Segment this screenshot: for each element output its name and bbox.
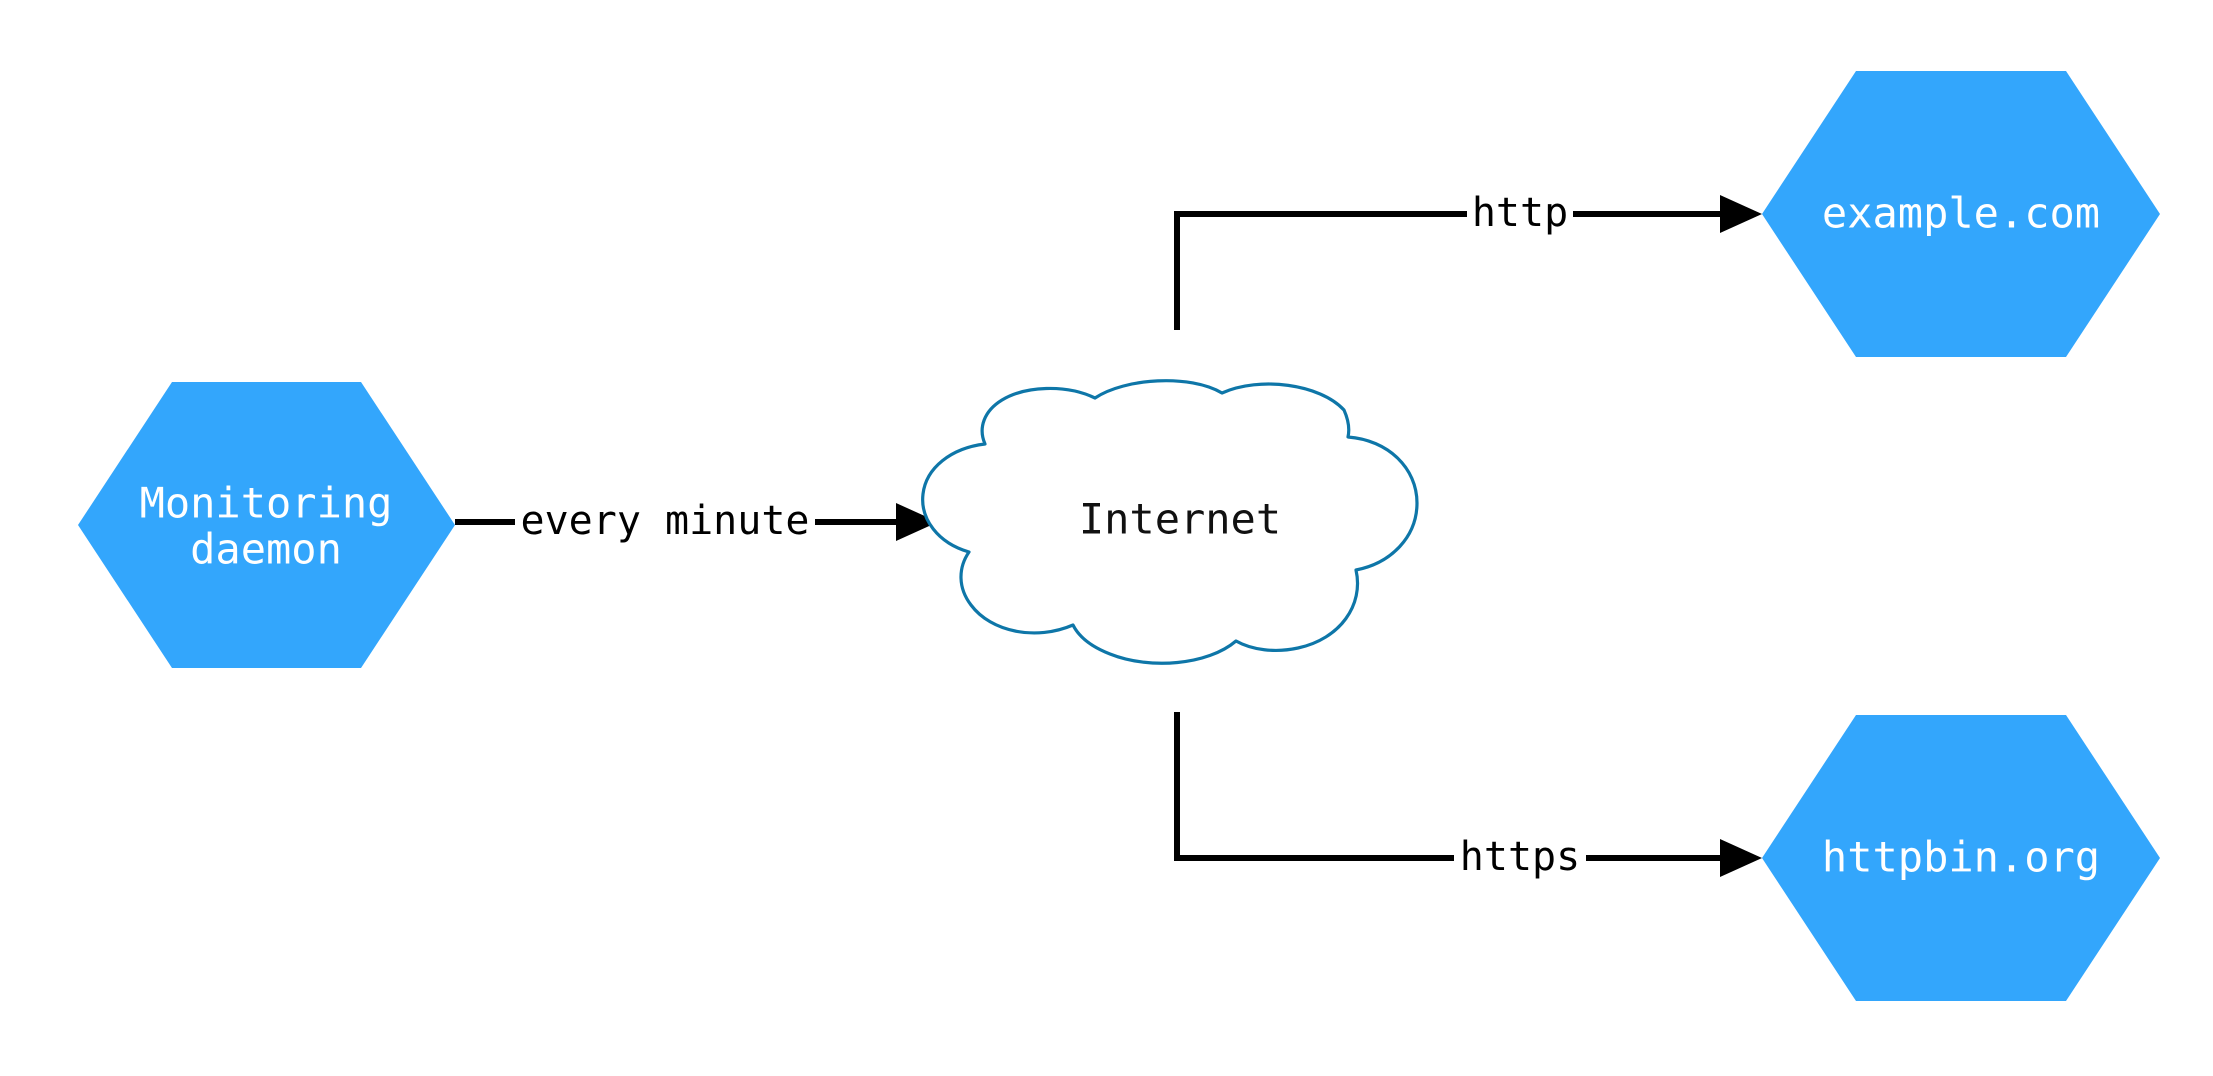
node-internet[interactable]: Internet xyxy=(921,379,1419,665)
node-label-example-com: example.com xyxy=(1822,189,2100,238)
node-monitoring-daemon[interactable]: Monitoring daemon xyxy=(78,382,455,668)
hexagon-shape-monitoring-daemon xyxy=(78,382,455,668)
edge-daemon-to-internet[interactable]: every minute xyxy=(455,497,938,547)
node-label-httpbin-org: httpbin.org xyxy=(1822,833,2100,882)
edge-internet-to-httpbin[interactable]: https xyxy=(1174,712,1762,883)
arrowhead-to-httpbin xyxy=(1720,839,1762,877)
cloud-shape-internet xyxy=(921,379,1419,665)
node-label-internet: Internet xyxy=(1079,495,1281,544)
edge-label-backdrop-http xyxy=(1467,189,1573,239)
edge-label-https: https xyxy=(1460,834,1580,880)
hexagon-shape-example-com xyxy=(1762,71,2160,357)
arrowhead-to-internet xyxy=(896,503,938,541)
hexagon-shape-httpbin-org xyxy=(1762,715,2160,1001)
node-label-monitoring-daemon-line2: daemon xyxy=(190,525,342,574)
node-example-com[interactable]: example.com xyxy=(1762,71,2160,357)
node-label-monitoring-daemon-line1: Monitoring xyxy=(140,479,393,528)
edge-label-every-minute: every minute xyxy=(521,498,810,544)
edge-label-backdrop-every-minute xyxy=(515,497,815,547)
arrowhead-to-example xyxy=(1720,195,1762,233)
edge-line-http xyxy=(1174,211,1744,330)
edge-label-http: http xyxy=(1472,190,1568,236)
node-httpbin-org[interactable]: httpbin.org xyxy=(1762,715,2160,1001)
edge-internet-to-example[interactable]: http xyxy=(1174,189,1762,330)
edge-label-backdrop-https xyxy=(1454,833,1586,883)
